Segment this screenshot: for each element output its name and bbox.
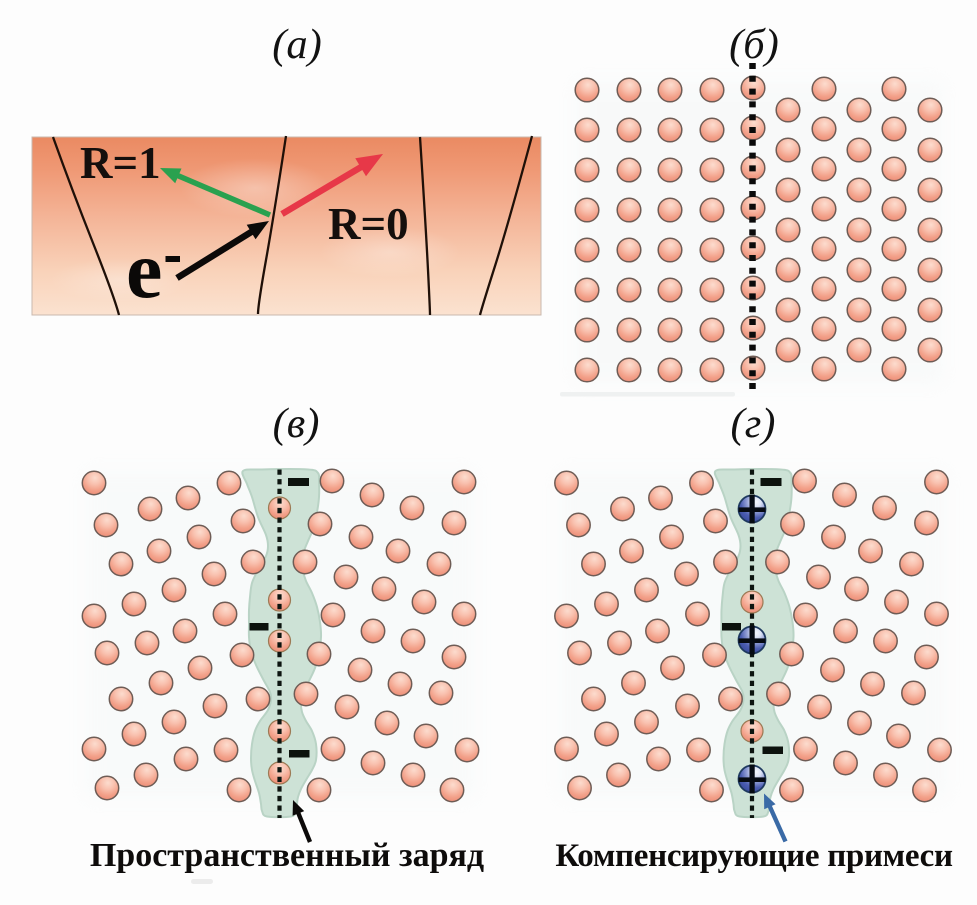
- svg-text:(г): (г): [731, 400, 776, 447]
- svg-text:R=1: R=1: [80, 138, 161, 188]
- svg-text:Пространственный заряд: Пространственный заряд: [90, 837, 484, 874]
- svg-text:(в): (в): [273, 400, 320, 447]
- svg-text:Компенсирующие примеси: Компенсирующие примеси: [555, 838, 953, 874]
- svg-text:(б): (б): [729, 21, 779, 68]
- svg-text:e: e: [126, 224, 162, 315]
- svg-text:(a): (a): [272, 21, 322, 68]
- svg-text:R=0: R=0: [328, 199, 409, 249]
